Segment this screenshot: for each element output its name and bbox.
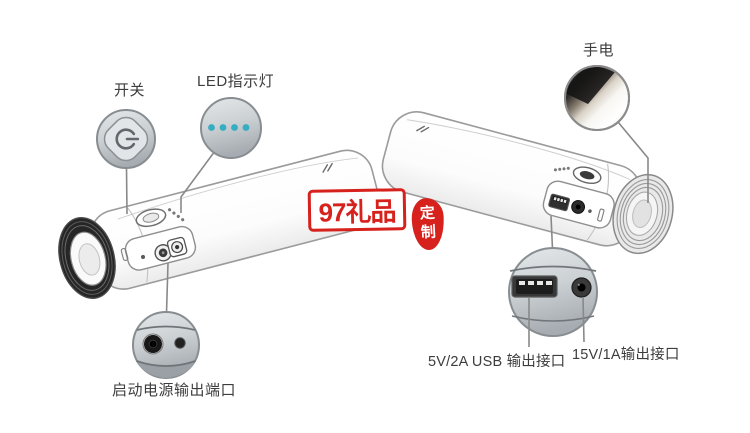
left-led-dots: [167, 208, 185, 222]
jumpstart-output-label: 启动电源输出端口: [112, 382, 237, 399]
led-callout-circle: [200, 97, 262, 159]
watermark-brand-text: 97礼品: [318, 195, 396, 228]
led-indicator-dots: [208, 124, 250, 131]
dc-label-leader-line: [582, 296, 585, 343]
jumpstart-port-large: [142, 333, 164, 355]
switch-leader-line: [125, 167, 128, 215]
watermark-seal-bottom: 制: [420, 223, 437, 242]
flashlight-head-facet-dark: [566, 67, 615, 104]
usb-a-port: [511, 275, 558, 298]
switch-callout-circle: [96, 109, 156, 169]
watermark-brand-badge: 97礼品: [307, 188, 407, 232]
dc-round-port: [571, 277, 592, 298]
left-port-panel: [120, 225, 197, 271]
left-brand-logo-mark: [322, 162, 333, 173]
right-flashlight-head: [612, 173, 674, 255]
left-panel-dot: [141, 254, 146, 259]
right-led-dots: [553, 166, 570, 172]
right-panel-slot: [597, 208, 605, 222]
led-indicator-label: LED指示灯: [197, 73, 275, 90]
flashlight-leader-line: [617, 121, 649, 203]
jumpstart-seam-top: [136, 325, 196, 331]
led-leader-line: [180, 152, 215, 213]
left-flashlight-head: [58, 217, 116, 299]
watermark-seal-top: 定: [419, 204, 436, 223]
jumpstart-leader-line: [165, 262, 169, 314]
jumpstart-seam-bottom: [136, 360, 196, 367]
flashlight-callout-circle: [564, 65, 630, 131]
right-port-panel: [542, 180, 615, 229]
usb-callout-circle: [508, 247, 598, 347]
callout-lines: [125, 121, 649, 314]
left-square-connector: [166, 236, 188, 258]
usb-circle-seam-bottom: [511, 315, 595, 322]
left-switch-button: [135, 208, 167, 228]
left-panel-slot: [120, 247, 129, 261]
jumpstart-callout-circle: [132, 311, 200, 379]
right-flashlight: [381, 111, 674, 255]
right-body-crease: [406, 119, 631, 180]
right-switch-button: [572, 166, 602, 185]
dc-output-port: [571, 200, 586, 214]
jumpstart-port-small: [174, 337, 186, 349]
usb-circle-seam-top: [509, 265, 597, 272]
left-flashlight: [58, 149, 381, 299]
left-body-crease: [117, 157, 359, 220]
usb-output-label: 5V/2A USB 输出接口: [428, 354, 566, 370]
right-panel-dot: [588, 209, 592, 213]
dc-output-label: 15V/1A输出接口: [572, 347, 680, 363]
flashlight-label: 手电: [583, 42, 615, 59]
usb-output-port: [548, 193, 571, 212]
power-icon: [115, 128, 140, 150]
right-brand-logo-mark: [416, 125, 430, 133]
switch-label: 开关: [114, 82, 146, 99]
usb-panel-leader-line: [550, 215, 554, 250]
